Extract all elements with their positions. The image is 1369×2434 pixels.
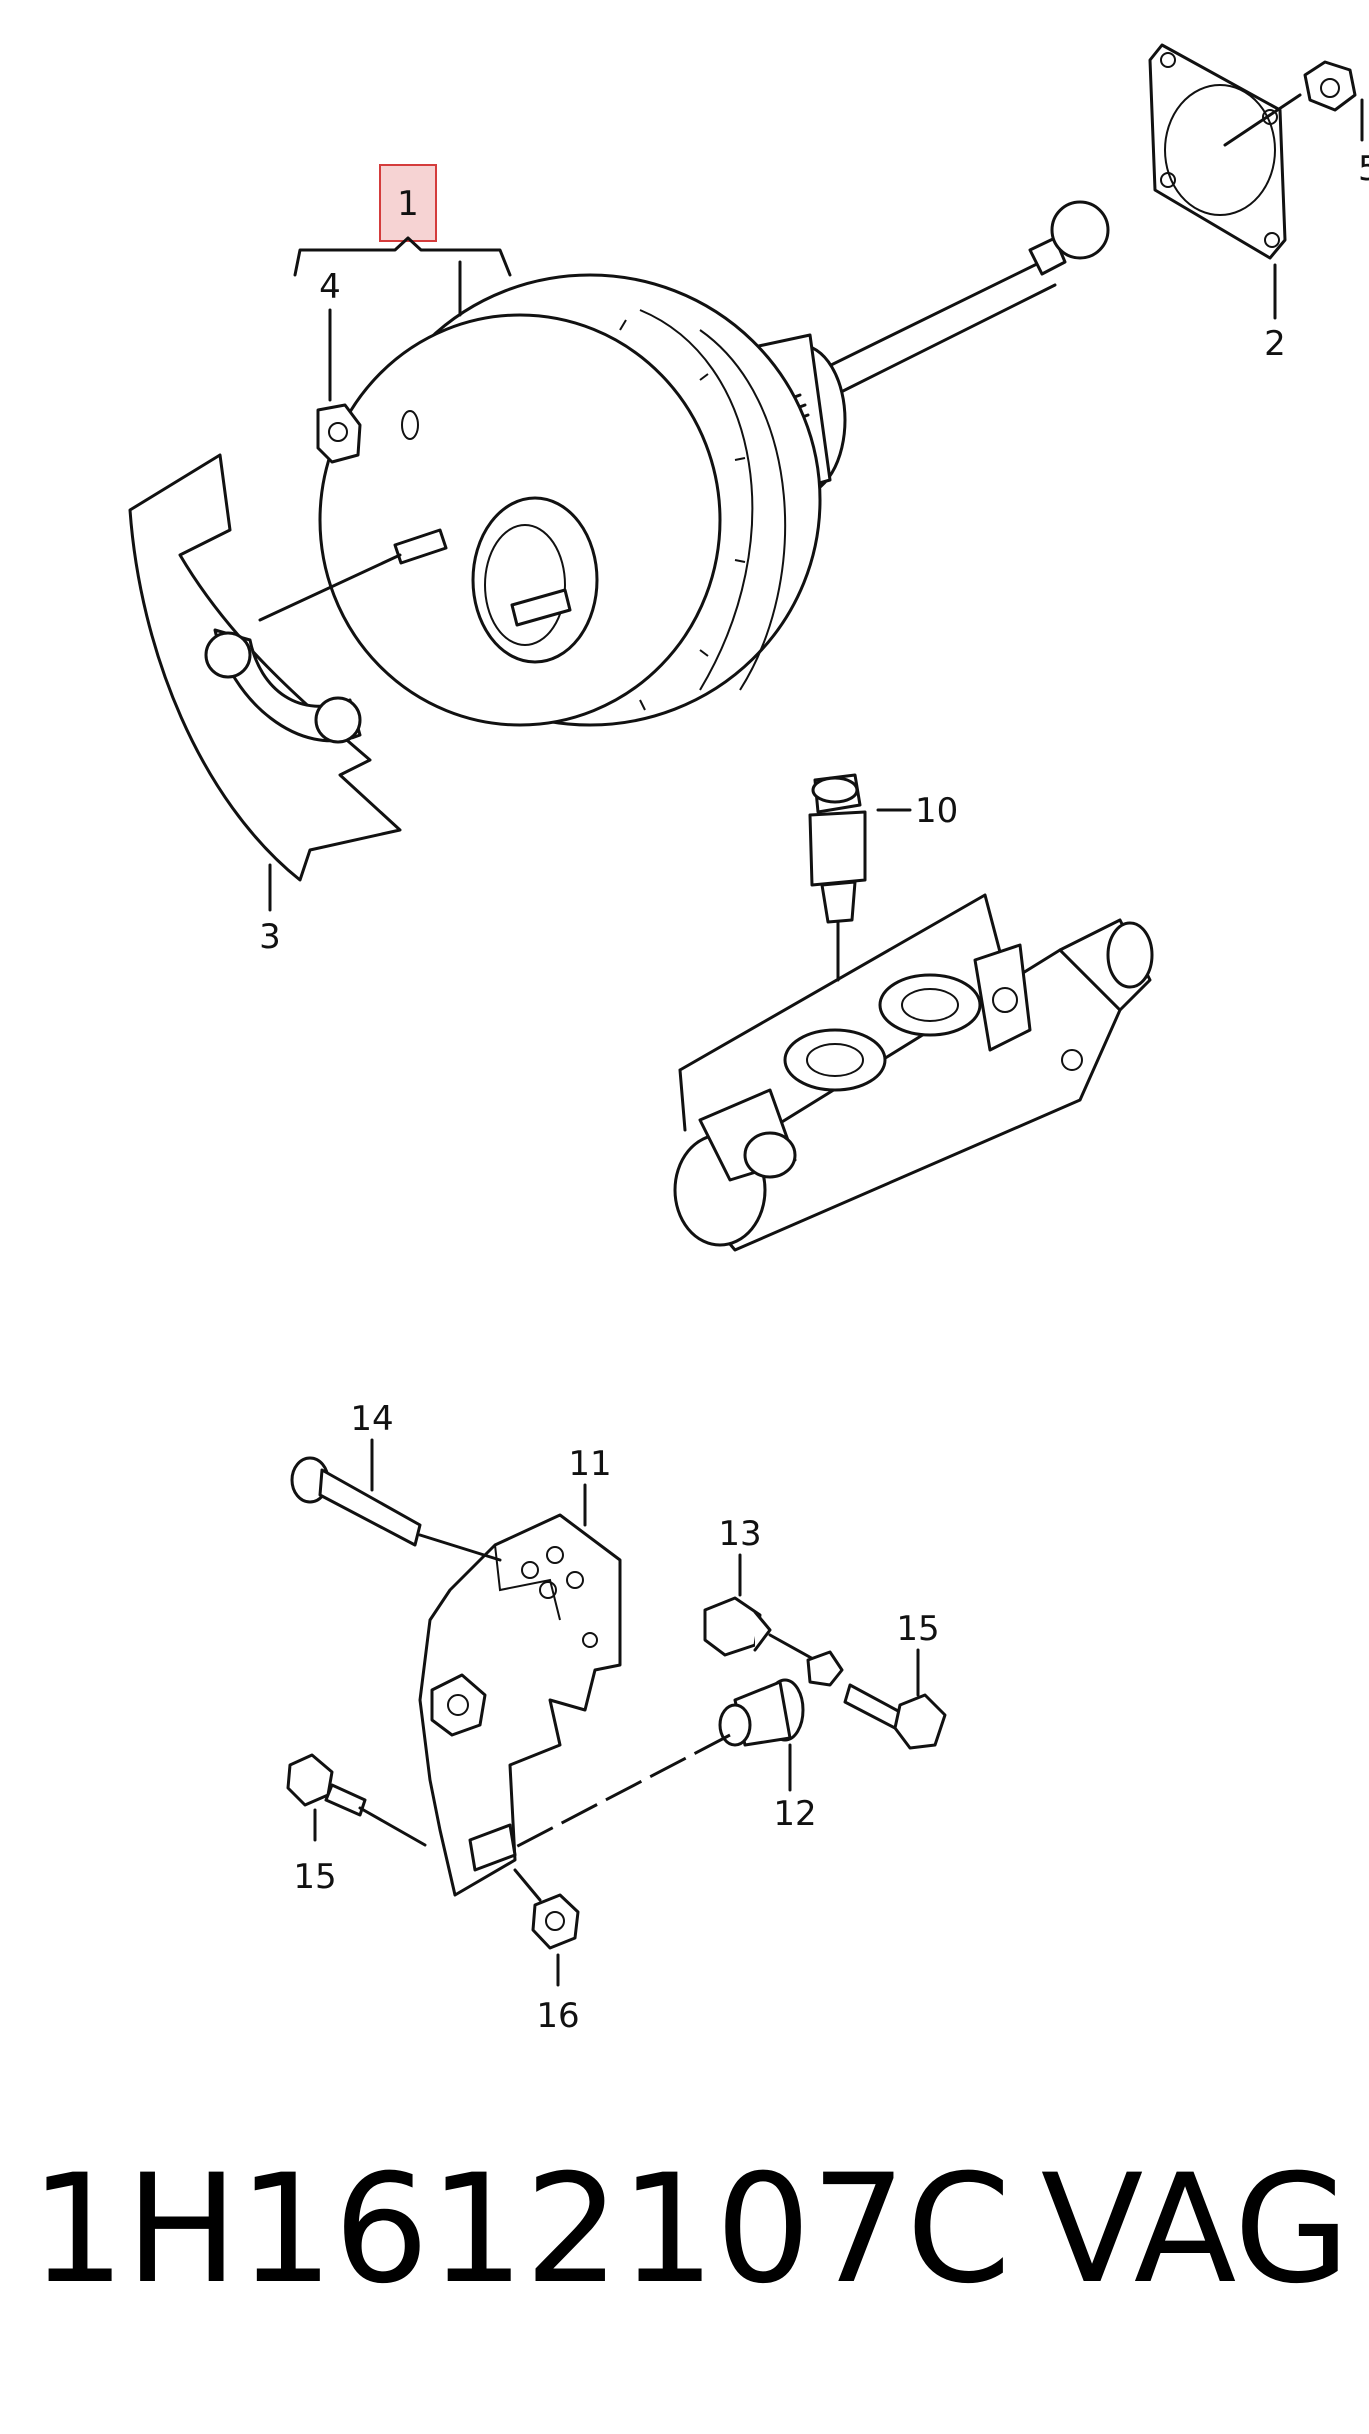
callout-10[interactable]: 10: [915, 791, 958, 831]
bushing-12: [509, 1678, 805, 1852]
callout-1-highlight: [379, 164, 437, 242]
callout-2[interactable]: 2: [1264, 324, 1286, 364]
bolt-14: [290, 1456, 502, 1562]
heat-shield: [128, 453, 402, 882]
callout-1[interactable]: 1: [397, 184, 419, 224]
clip-13: [703, 1596, 817, 1662]
bracket: [418, 1483, 622, 1897]
part-number: 1H1612107C: [30, 2143, 1012, 2317]
callout-12[interactable]: 12: [773, 1794, 816, 1834]
pressure-switch: [808, 773, 867, 982]
callout-4[interactable]: 4: [319, 267, 341, 307]
callout-15-right[interactable]: 15: [896, 1609, 939, 1649]
callout-14[interactable]: 14: [350, 1399, 393, 1439]
callout-3[interactable]: 3: [259, 917, 281, 957]
callout-1-bracket: [293, 236, 512, 277]
callout-5[interactable]: 5: [1358, 149, 1369, 189]
brand-name: VAG: [1040, 2143, 1350, 2317]
callout-15-left[interactable]: 15: [293, 1857, 336, 1897]
master-cylinder: [673, 893, 1154, 1252]
callout-16[interactable]: 16: [536, 1996, 579, 2036]
bolt-15-right: [806, 1650, 947, 1750]
callout-13[interactable]: 13: [718, 1514, 761, 1554]
part-number-footer: 1H1612107C VAG: [30, 2130, 1350, 2330]
nut-5: [1303, 60, 1357, 112]
callout-11[interactable]: 11: [568, 1444, 611, 1484]
nut-16: [513, 1868, 580, 1950]
nut-4: [316, 403, 362, 464]
bolt-15-left: [286, 1753, 427, 1847]
gasket: [1148, 43, 1302, 320]
brake-booster: [258, 200, 1110, 727]
